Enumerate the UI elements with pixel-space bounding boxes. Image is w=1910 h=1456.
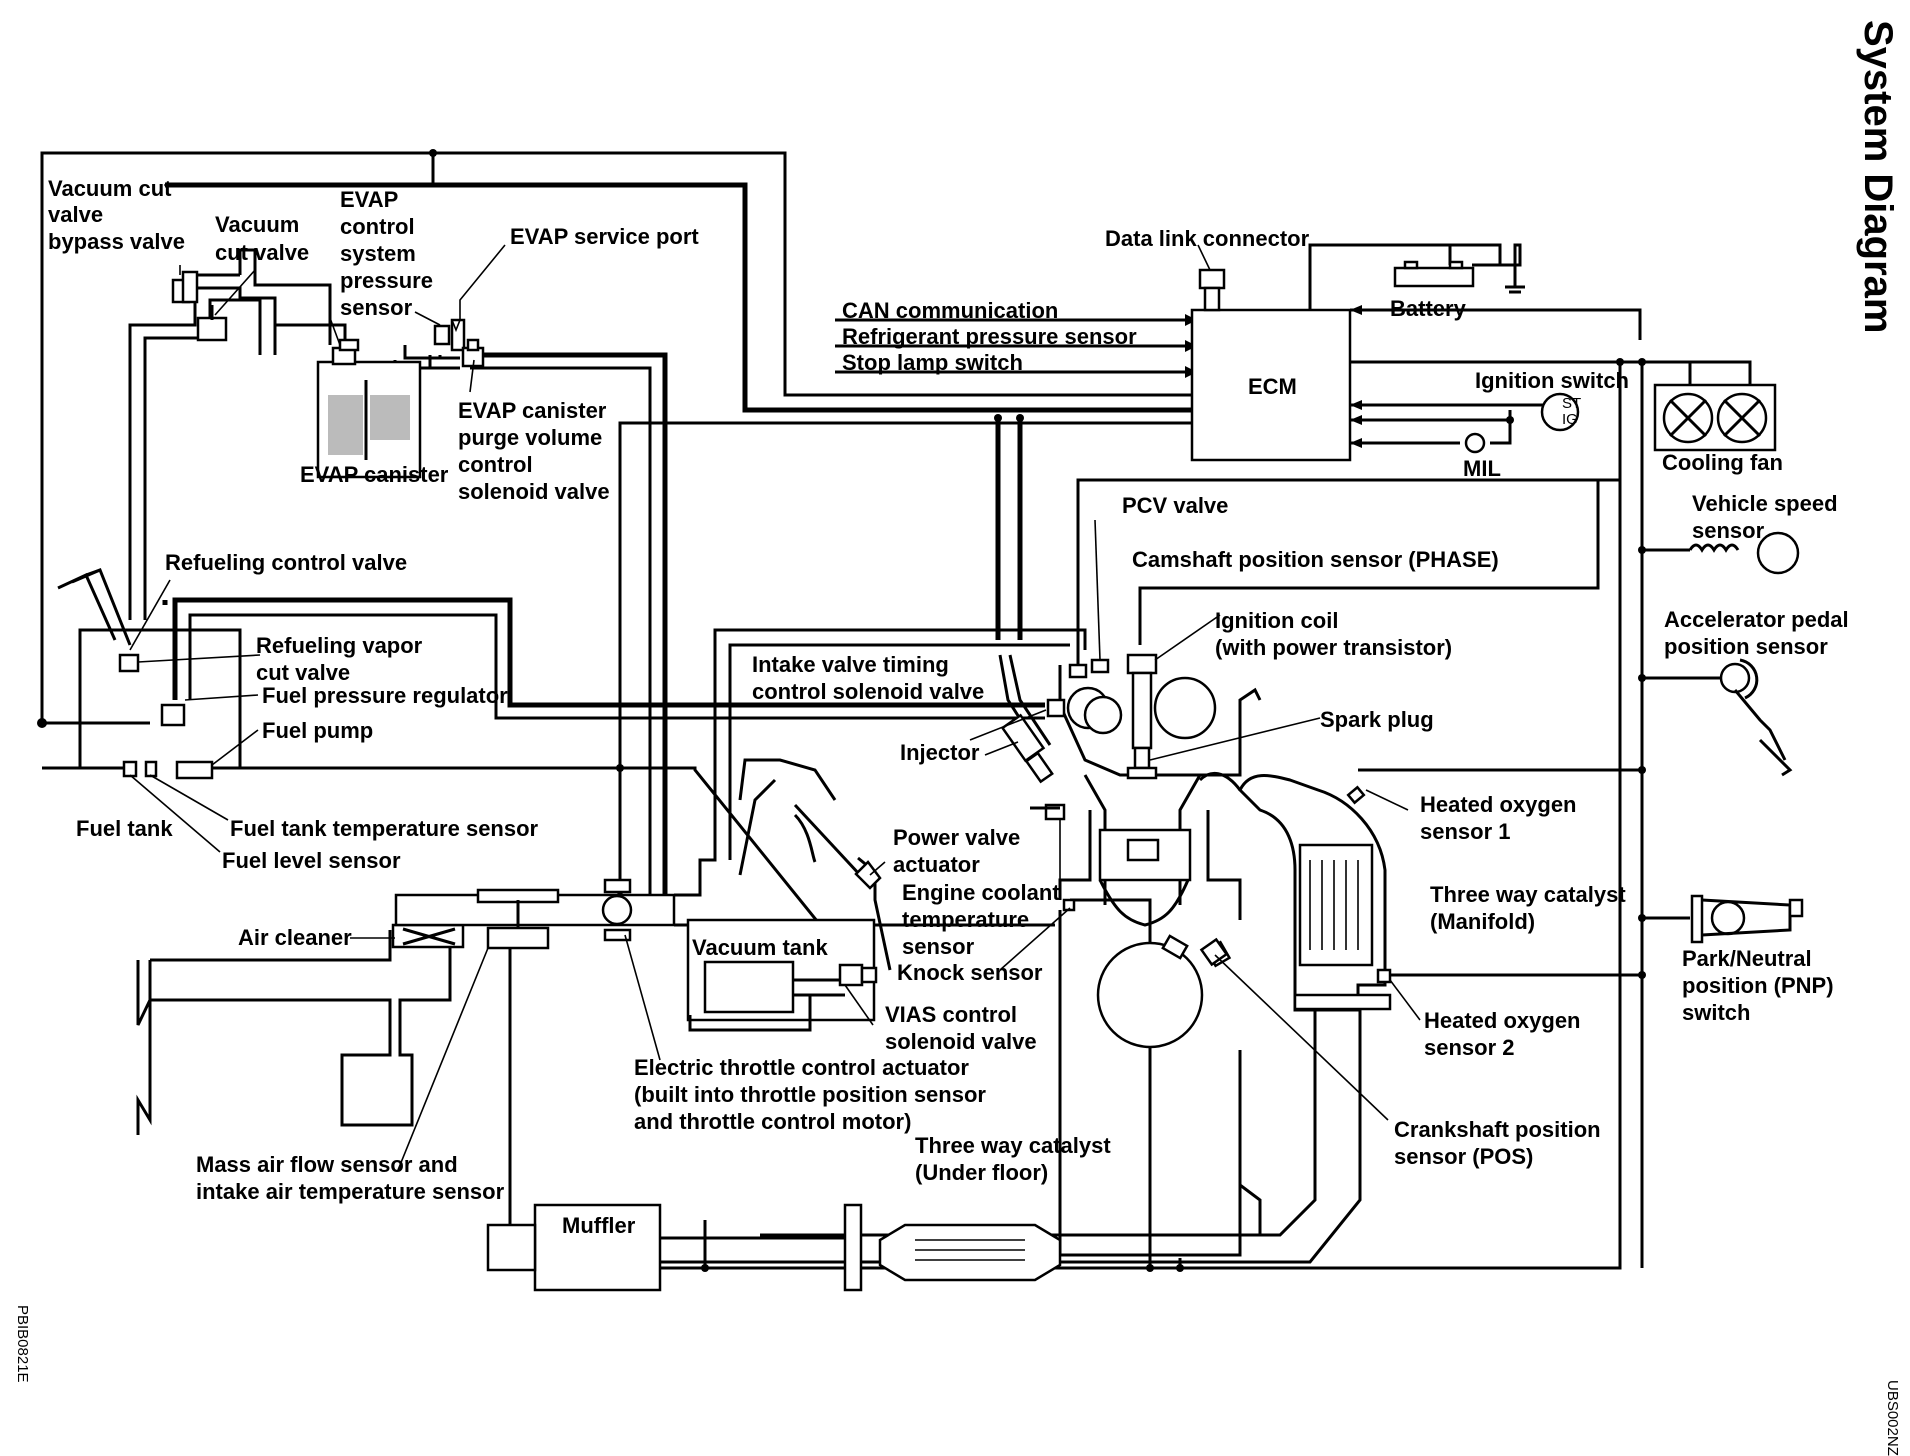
- label-injector: Injector: [900, 740, 980, 765]
- spark-plug: [1126, 746, 1158, 780]
- label-ignition-coil: Ignition coil (with power transistor): [1215, 608, 1452, 660]
- label-cooling-fan: Cooling fan: [1662, 450, 1783, 475]
- air-cleaner: [136, 893, 676, 1135]
- muffler: [486, 1203, 845, 1292]
- fuel-lines: [172, 597, 1045, 720]
- label-spark-plug: Spark plug: [1320, 707, 1434, 732]
- label-mass-air-flow-sensor: Mass air flow sensor and intake air temp…: [196, 1152, 505, 1204]
- label-three-way-catalyst-under-floor: Three way catalyst (Under floor): [915, 1133, 1117, 1185]
- label-power-valve-actuator: Power valve actuator: [893, 825, 1026, 877]
- label-vehicle-speed-sensor: Vehicle speed sensor: [1692, 491, 1844, 543]
- vacuum-cut-valve: [196, 305, 228, 342]
- label-fuel-level-sensor: Fuel level sensor: [222, 848, 401, 873]
- label-ecm: ECM: [1248, 374, 1297, 399]
- label-crankshaft-position-sensor: Crankshaft position sensor (POS): [1394, 1117, 1607, 1169]
- label-fuel-tank: Fuel tank: [76, 816, 173, 841]
- battery: [1393, 260, 1475, 288]
- label-vacuum-cut-valve-bypass-valve: Vacuum cut valve bypass valve: [48, 176, 185, 254]
- label-camshaft-position-sensor: Camshaft position sensor (PHASE): [1132, 547, 1499, 572]
- label-evap-service-port: EVAP service port: [510, 224, 699, 249]
- label-refrigerant-pressure-sensor: Refrigerant pressure sensor: [842, 324, 1137, 349]
- label-heated-oxygen-sensor-2: Heated oxygen sensor 2: [1424, 1008, 1587, 1060]
- label-engine-coolant-temperature-sensor: Engine coolant temperature sensor: [902, 880, 1066, 959]
- label-electric-throttle-control-actuator: Electric throttle control actuator (buil…: [634, 1055, 992, 1134]
- label-ign-st: ST: [1562, 395, 1581, 412]
- evap-hoses: [128, 248, 668, 895]
- label-park-neutral-switch: Park/Neutral position (PNP) switch: [1682, 946, 1840, 1025]
- label-can-communication: CAN communication: [842, 298, 1058, 323]
- evap-canister: [316, 360, 422, 479]
- three-way-catalyst-under-floor: [843, 1203, 1062, 1292]
- ecm: [1190, 308, 1352, 462]
- label-refueling-control-valve: Refueling control valve: [165, 550, 407, 575]
- label-stop-lamp-switch: Stop lamp switch: [842, 350, 1023, 375]
- label-evap-canister-purge-valve: EVAP canister purge volume control solen…: [458, 398, 613, 504]
- vias-control-solenoid-valve: [838, 963, 878, 987]
- label-knock-sensor: Knock sensor: [897, 960, 1043, 985]
- label-fuel-tank-temperature-sensor: Fuel tank temperature sensor: [230, 816, 539, 841]
- cooling-fan: [1653, 383, 1777, 452]
- label-vacuum-cut-valve: Vacuum cut valve: [215, 212, 309, 265]
- label-three-way-catalyst-manifold: Three way catalyst (Manifold): [1430, 882, 1632, 934]
- accelerator-pedal-position-sensor: [1719, 658, 1793, 777]
- electric-throttle-control-actuator: [601, 878, 633, 942]
- label-heated-oxygen-sensor-1: Heated oxygen sensor 1: [1420, 792, 1583, 844]
- label-pcv-valve: PCV valve: [1122, 493, 1228, 518]
- pcv-valve: [1090, 658, 1110, 674]
- label-accelerator-pedal-position-sensor: Accelerator pedal position sensor: [1664, 607, 1855, 659]
- figure-code-right: UBS002NZ: [1884, 1380, 1901, 1456]
- ignition-coil: [1126, 653, 1158, 750]
- label-ignition-switch: Ignition switch: [1475, 368, 1629, 393]
- label-vacuum-tank: Vacuum tank: [692, 935, 828, 960]
- label-evap-control-system-pressure-sensor: EVAP control system pressure sensor: [340, 187, 439, 320]
- power-valve-actuator: [793, 803, 892, 971]
- data-link-connector: [1198, 268, 1226, 312]
- camshaft-position-sensor: [1068, 663, 1088, 679]
- label-fuel-pressure-regulator: Fuel pressure regulator: [262, 683, 508, 708]
- evap-control-system-pressure-sensor: [331, 338, 360, 366]
- power-valve-flap: [793, 813, 817, 863]
- label-data-link-connector: Data link connector: [1105, 226, 1310, 251]
- label-air-cleaner: Air cleaner: [238, 925, 352, 950]
- vehicle-speed-sensor: [1688, 531, 1800, 575]
- mil: [1464, 432, 1486, 454]
- label-ign-ig: IG: [1562, 411, 1578, 428]
- engine-coolant-temperature-sensor: [1030, 803, 1066, 821]
- figure-code-left: PBIB0821E: [14, 1305, 31, 1383]
- injector: [1000, 713, 1054, 784]
- label-vias-control-solenoid-valve: VIAS control solenoid valve: [885, 1002, 1037, 1054]
- leader-lines: [129, 244, 1421, 1171]
- label-battery: Battery: [1390, 296, 1467, 321]
- knock-sensor: [1062, 898, 1076, 912]
- ignition-switch: [1540, 392, 1580, 432]
- label-evap-canister: EVAP canister: [300, 462, 449, 487]
- mass-air-flow-sensor: [476, 888, 560, 950]
- label-fuel-pump: Fuel pump: [262, 718, 373, 743]
- label-refueling-vapor-cut-valve: Refueling vapor cut valve: [256, 633, 428, 685]
- fuel-tank: [57, 568, 242, 780]
- label-muffler: Muffler: [562, 1213, 636, 1238]
- labels: Vacuum cut valve bypass valve Vacuum cut…: [48, 176, 1855, 1238]
- page-title: System Diagram: [1856, 20, 1900, 333]
- intake-valve-timing-control-solenoid-valve: [1046, 698, 1066, 718]
- park-neutral-position-switch: [1690, 894, 1804, 944]
- wiring-harness: [37, 149, 1752, 1272]
- vacuum-cut-valve-bypass-valve: [171, 270, 199, 304]
- label-intake-valve-timing: Intake valve timing control solenoid val…: [752, 652, 984, 704]
- label-mil: MIL: [1463, 456, 1501, 481]
